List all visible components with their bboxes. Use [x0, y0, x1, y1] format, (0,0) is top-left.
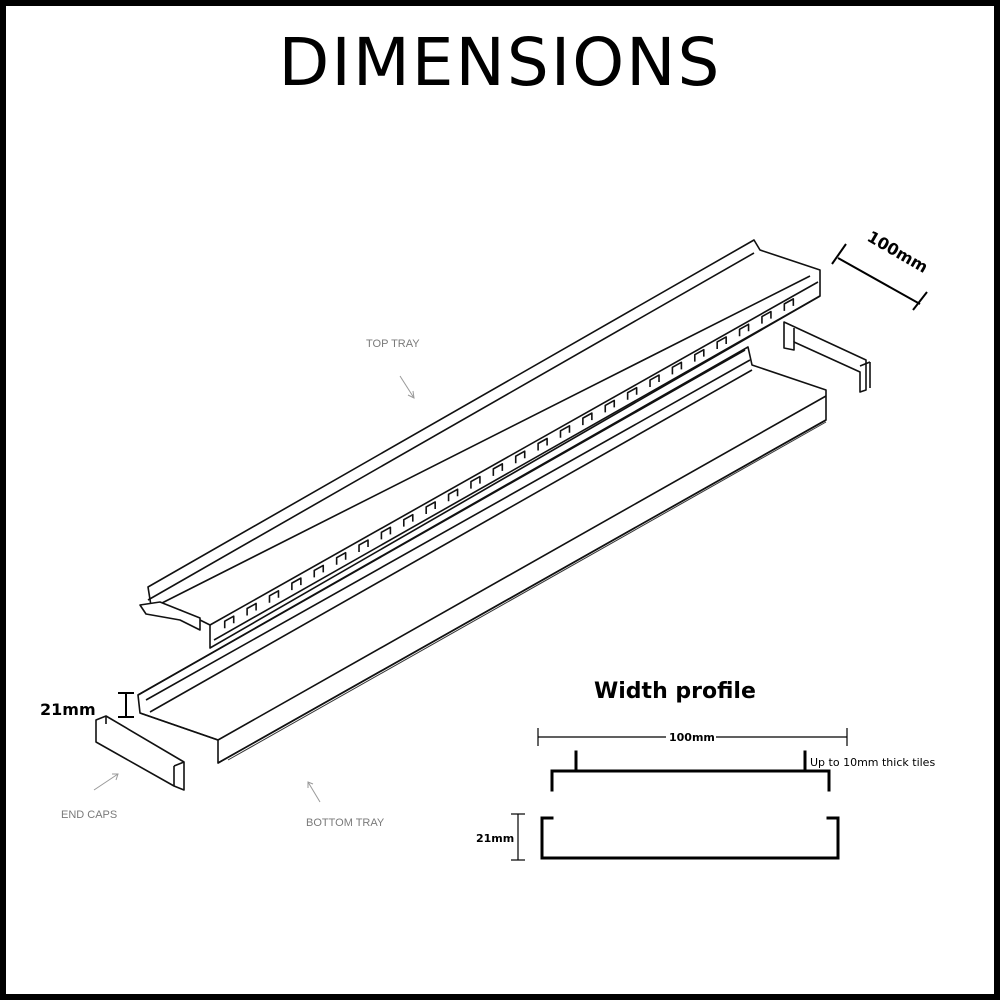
top-tray-notch: [537, 437, 548, 451]
bottom-tray-bottom-edge: [217, 419, 827, 764]
top-tray-notch: [693, 348, 705, 362]
arrowhead-bottom-tray: [307, 781, 314, 788]
top-tray-rim-edge: [147, 252, 755, 601]
dimension-label-100mm: 100mm: [864, 227, 931, 277]
top-tray-notch: [313, 564, 325, 578]
top-tray-notch: [425, 501, 436, 514]
label-top-tray: TOP TRAY: [366, 338, 420, 350]
bottom-tray-end-edge: [139, 712, 219, 741]
bottom-tray-inner-edge: [149, 369, 753, 713]
top-tray-notch: [380, 526, 392, 540]
top-tray-notch: [626, 386, 638, 400]
top-tray-notch: [470, 475, 481, 489]
top-tray-inner-edge: [159, 275, 811, 605]
arrow-top-tray: [399, 375, 415, 399]
top-tray-notch: [291, 577, 302, 591]
top-tray-notch: [716, 336, 727, 349]
bottom-tray-top-edge-1: [137, 349, 746, 696]
profile-tile-note: Up to 10mm thick tiles: [810, 756, 935, 769]
top-tray-notch: [447, 488, 459, 502]
label-end-caps: END CAPS: [61, 809, 117, 821]
dimension-label-21mm: 21mm: [40, 700, 96, 719]
width-profile: Width profile 100mm Up to 10mm thick til…: [476, 679, 935, 861]
profile-width-label: 100mm: [669, 731, 715, 744]
profile-bottom-tray: [540, 816, 840, 860]
top-tray: [139, 239, 821, 649]
end-cap-right-plate: [783, 321, 867, 393]
page-title: DIMENSIONS: [278, 24, 722, 101]
top-tray-notch: [671, 361, 683, 375]
top-tray-notch: [559, 425, 571, 438]
top-tray-lower-edge: [213, 295, 821, 641]
bottom-tray-base-line: [227, 421, 827, 761]
end-cap-left: [95, 715, 185, 791]
top-tray-notch: [514, 450, 526, 464]
top-tray-notch: [582, 412, 593, 426]
top-tray-end-flange: [139, 601, 201, 631]
top-tray-notch: [223, 615, 235, 629]
arrowhead-top-tray: [407, 390, 415, 399]
dimension-line-100mm: [837, 257, 921, 305]
top-tray-notch: [649, 374, 660, 388]
top-tray-notches: [223, 298, 795, 629]
bottom-tray: [137, 346, 827, 764]
arrow-bottom-tray: [307, 781, 321, 803]
profile-height-label: 21mm: [476, 832, 514, 845]
end-cap-left-plate: [95, 715, 185, 791]
dimension-tick-right: [912, 291, 928, 311]
end-cap-right: [783, 321, 871, 393]
top-tray-notch: [492, 463, 504, 476]
end-cap-right-top: [859, 361, 871, 367]
end-cap-left-top: [173, 761, 185, 767]
top-tray-slot-edge: [209, 281, 819, 626]
top-tray-notch: [761, 310, 772, 324]
dimension-100mm-iso: 100mm: [831, 227, 931, 311]
top-tray-notch: [604, 399, 616, 413]
bottom-tray-front-edge: [217, 395, 827, 741]
top-tray-notch: [335, 551, 347, 565]
dimension-21mm-iso: 21mm: [40, 692, 134, 719]
bottom-tray-top-edge-2: [145, 359, 751, 701]
top-tray-notch: [246, 602, 257, 616]
top-tray-notch: [402, 513, 414, 527]
arrowhead-end-caps: [112, 773, 119, 781]
arrow-end-caps: [93, 773, 119, 791]
label-bottom-tray: BOTTOM TRAY: [306, 817, 385, 829]
top-tray-notch: [268, 590, 280, 603]
top-tray-notch: [358, 539, 369, 553]
dimension-tick-left: [831, 243, 847, 265]
profile-top-tray: [550, 769, 831, 792]
top-tray-notch: [738, 323, 750, 337]
width-profile-heading: Width profile: [594, 679, 756, 704]
top-tray-notch: [783, 298, 795, 311]
